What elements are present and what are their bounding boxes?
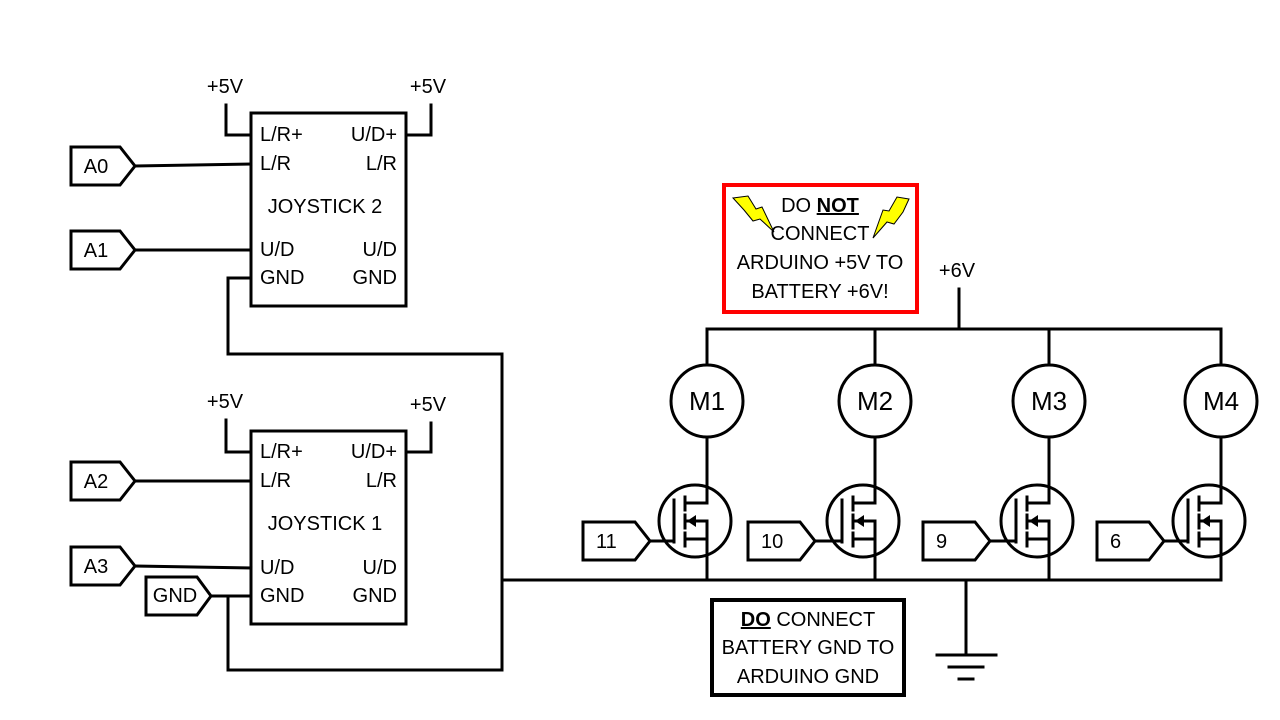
wire-j2-ud-plus (403, 103, 433, 137)
ground-note-line-1: DO CONNECT (741, 609, 875, 631)
pwm-pin-tag (921, 520, 992, 562)
tag-a3-label: A3 (84, 556, 108, 578)
j2-pin-ud-plus: U/D+ (351, 124, 397, 146)
battery-supply-label: +6V (939, 260, 976, 282)
mosfet-symbol (1171, 483, 1247, 559)
j2-ud-supply-label: +5V (410, 76, 447, 98)
j1-pin-gnd-right: GND (353, 585, 397, 607)
motor-symbol (1011, 363, 1087, 439)
warning-note-line-3: ARDUINO +5V TO (737, 252, 904, 274)
j2-lr-supply-label: +5V (207, 76, 244, 98)
pwm-pin-label: 11 (596, 531, 617, 553)
pwm-pin-label: 10 (761, 531, 783, 553)
ground-note-line-2: BATTERY GND TO (722, 637, 895, 659)
tag-a2-label: A2 (84, 471, 108, 493)
battery-supply-rail: +6V (705, 260, 1223, 331)
j1-pin-lr-right: L/R (366, 470, 397, 492)
motor-channel-3: M3 9 (921, 327, 1087, 582)
j1-pin-ud-right: U/D (363, 557, 397, 579)
tag-a1 (69, 229, 137, 271)
j1-ud-supply-label: +5V (410, 394, 447, 416)
ground-note-box (710, 598, 906, 697)
j1-pin-lr-left: L/R (260, 470, 291, 492)
j1-pin-ud-left: U/D (260, 557, 294, 579)
j2-pin-gnd-left: GND (260, 267, 304, 289)
pwm-pin-label: 9 (936, 531, 947, 553)
wire-a3 (133, 564, 253, 570)
j2-pin-lr-left: L/R (260, 153, 291, 175)
motor-channel-2: M2 10 (746, 327, 913, 582)
j1-pin-lr-plus: L/R+ (260, 441, 303, 463)
motor-channel-1: M1 11 (581, 327, 745, 582)
tag-a0-label: A0 (84, 156, 108, 178)
wire-j2-lr-plus (224, 103, 253, 137)
wire-j2-gnd (226, 276, 504, 356)
tag-a0 (69, 145, 137, 187)
ground-note: DO CONNECT BATTERY GND TO ARDUINO GND (710, 598, 906, 697)
lightning-bolt-icon (872, 196, 910, 239)
mosfet-symbol (825, 483, 901, 559)
ground-net (226, 276, 1223, 672)
tag-a3 (69, 545, 137, 587)
motor-channel-4: M4 6 (1095, 327, 1259, 582)
arduino-input-tags: A0 A1 A2 A3 GND (69, 145, 253, 617)
j2-pin-ud-right: U/D (363, 239, 397, 261)
joystick-2-box (249, 111, 408, 308)
warning-note-box (722, 183, 919, 314)
warning-note-line-4: BATTERY +6V! (751, 281, 888, 303)
tag-gnd (144, 575, 213, 617)
joystick-1-title: JOYSTICK 1 (268, 513, 382, 535)
tag-a1-label: A1 (84, 240, 108, 262)
j2-pin-lr-right: L/R (366, 153, 397, 175)
pwm-pin-tag (581, 520, 652, 562)
motor-channels: M1 11 M2 10 M3 9 M4 6 (581, 327, 1259, 582)
ground-symbol (935, 653, 998, 681)
tag-gnd-label: GND (153, 585, 197, 607)
motor-label: M1 (689, 386, 725, 416)
warning-note: DO NOT CONNECT ARDUINO +5V TO BATTERY +6… (722, 183, 919, 314)
j1-lr-supply-label: +5V (207, 391, 244, 413)
j2-pin-ud-left: U/D (260, 239, 294, 261)
pwm-pin-tag (746, 520, 817, 562)
tag-a2 (69, 460, 137, 502)
warning-note-line-1: DO NOT (781, 195, 859, 217)
j2-pin-lr-plus: L/R+ (260, 124, 303, 146)
motor-label: M3 (1031, 386, 1067, 416)
wire-j1-ud-plus (403, 421, 433, 454)
motor-symbol (837, 363, 913, 439)
pwm-pin-tag (1095, 520, 1166, 562)
joystick-2-title: JOYSTICK 2 (268, 196, 382, 218)
wire-j1-lr-plus (224, 418, 253, 454)
j1-pin-ud-plus: U/D+ (351, 441, 397, 463)
joystick-2: +5V +5V L/R+ U/D+ L/R L/R JOYSTICK 2 U/D… (207, 76, 447, 308)
mosfet-symbol (657, 483, 733, 559)
wire-a0 (133, 162, 253, 168)
joystick-1: +5V +5V L/R+ U/D+ L/R L/R JOYSTICK 1 U/D… (207, 391, 447, 626)
motor-symbol (1183, 363, 1259, 439)
joystick-1-box (249, 429, 408, 626)
lightning-bolt-icon (731, 195, 775, 233)
motor-label: M4 (1203, 386, 1239, 416)
warning-note-line-2: CONNECT (771, 223, 870, 245)
mosfet-symbol (999, 483, 1075, 559)
wire-j1-gnd-loop (226, 352, 504, 672)
j1-pin-gnd-left: GND (260, 585, 304, 607)
j2-pin-gnd-right: GND (353, 267, 397, 289)
pwm-pin-label: 6 (1110, 531, 1121, 553)
motor-label: M2 (857, 386, 893, 416)
motor-symbol (669, 363, 745, 439)
ground-note-line-3: ARDUINO GND (737, 666, 879, 688)
